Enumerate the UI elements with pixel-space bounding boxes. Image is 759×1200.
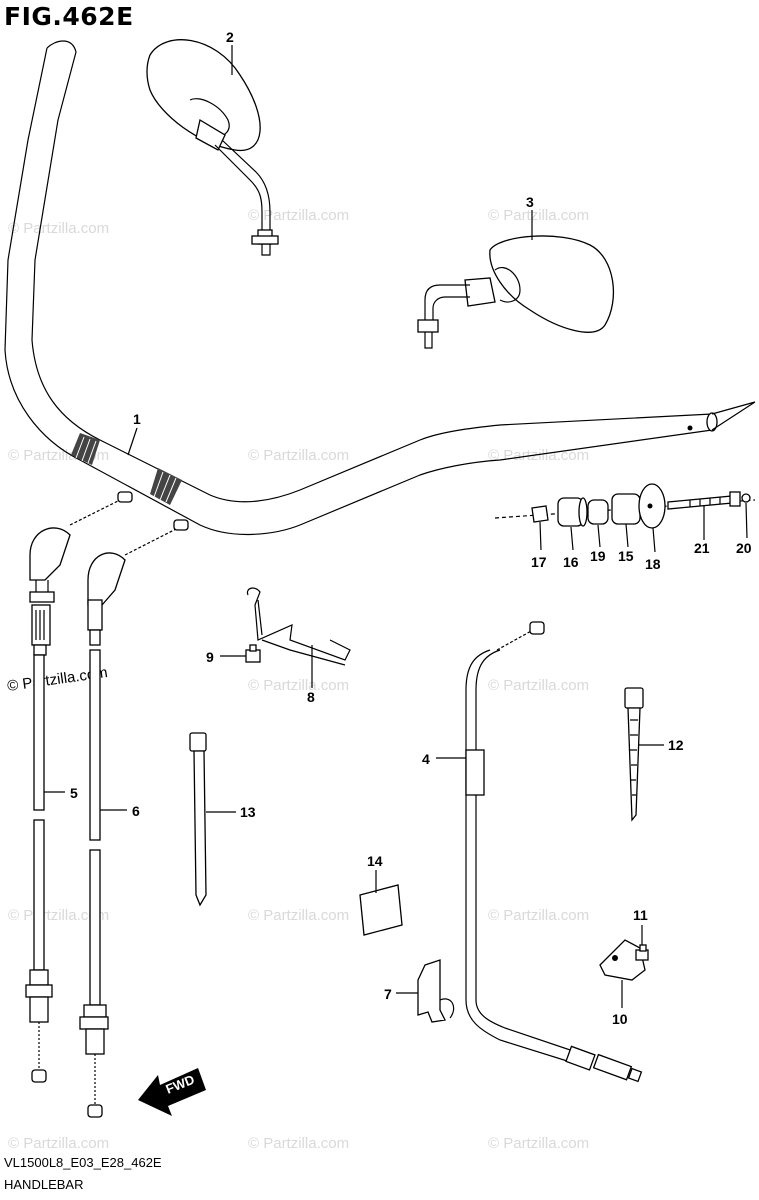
watermark: © Partzilla.com bbox=[8, 907, 109, 924]
callout-4: 4 bbox=[422, 751, 430, 767]
callout-20: 20 bbox=[736, 540, 752, 556]
callout-15: 15 bbox=[618, 548, 634, 564]
watermark: © Partzilla.com bbox=[488, 677, 589, 694]
clamp-7 bbox=[417, 959, 455, 1023]
callout-3: 3 bbox=[526, 194, 534, 210]
callout-8: 8 bbox=[307, 689, 315, 705]
callout-13: 13 bbox=[240, 804, 256, 820]
callout-19: 19 bbox=[590, 548, 606, 564]
callout-17: 17 bbox=[531, 554, 547, 570]
bracket-10 bbox=[599, 939, 646, 981]
callout-numbers: 2 3 1 4 5 6 7 8 9 10 11 12 13 14 15 16 1… bbox=[70, 29, 752, 1027]
callout-18: 18 bbox=[645, 556, 661, 572]
callout-7: 7 bbox=[384, 986, 392, 1002]
watermark: © Partzilla.com bbox=[8, 1135, 109, 1152]
bracket-8 bbox=[246, 587, 351, 666]
cable-4 bbox=[465, 621, 643, 1083]
callout-5: 5 bbox=[70, 785, 78, 801]
leader-lines bbox=[44, 45, 748, 1008]
watermark: © Partzilla.com bbox=[248, 677, 349, 694]
cable-tie-13 bbox=[189, 732, 207, 907]
watermark-layer: © Partzilla.com © Partzilla.com © Partzi… bbox=[8, 207, 589, 1152]
callout-1: 1 bbox=[133, 411, 141, 427]
callout-6: 6 bbox=[132, 803, 140, 819]
callout-14: 14 bbox=[367, 853, 383, 869]
callout-10: 10 bbox=[612, 1011, 628, 1027]
bolt-11 bbox=[635, 944, 649, 961]
callout-16: 16 bbox=[563, 554, 579, 570]
watermark: © Partzilla.com bbox=[248, 207, 349, 224]
part-17-nut bbox=[531, 505, 549, 523]
fwd-arrow: FWD bbox=[138, 1068, 206, 1116]
bolt-9 bbox=[245, 644, 261, 663]
callout-11: 11 bbox=[633, 907, 648, 923]
part-15-weight bbox=[611, 493, 641, 525]
bar-end-assembly bbox=[494, 483, 756, 529]
watermark: © Partzilla.com bbox=[248, 447, 349, 464]
watermark: © Partzilla.com bbox=[8, 220, 109, 237]
drawing-code: VL1500L8_E03_E28_462E bbox=[4, 1155, 162, 1170]
callout-21: 21 bbox=[694, 540, 710, 556]
watermark: © Partzilla.com bbox=[488, 207, 589, 224]
part-20-washer bbox=[741, 493, 751, 503]
label-14 bbox=[359, 884, 403, 936]
handlebar bbox=[4, 40, 756, 536]
figure-title: FIG.462E bbox=[4, 2, 134, 31]
watermark: © Partzilla.com bbox=[488, 907, 589, 924]
callout-2: 2 bbox=[226, 29, 234, 45]
watermark: © Partzilla.com bbox=[248, 1135, 349, 1152]
throttle-cable-6 bbox=[79, 519, 189, 1118]
cable-tie-12 bbox=[624, 687, 644, 822]
throttle-cable-5 bbox=[25, 491, 133, 1083]
callout-9: 9 bbox=[206, 649, 214, 665]
part-21-head bbox=[729, 491, 741, 507]
callout-12: 12 bbox=[668, 737, 684, 753]
section-name: HANDLEBAR bbox=[4, 1177, 84, 1192]
mirror-right bbox=[417, 235, 615, 349]
part-19-collar bbox=[587, 499, 609, 525]
watermark: © Partzilla.com bbox=[488, 1135, 589, 1152]
watermark: © Partzilla.com bbox=[248, 907, 349, 924]
